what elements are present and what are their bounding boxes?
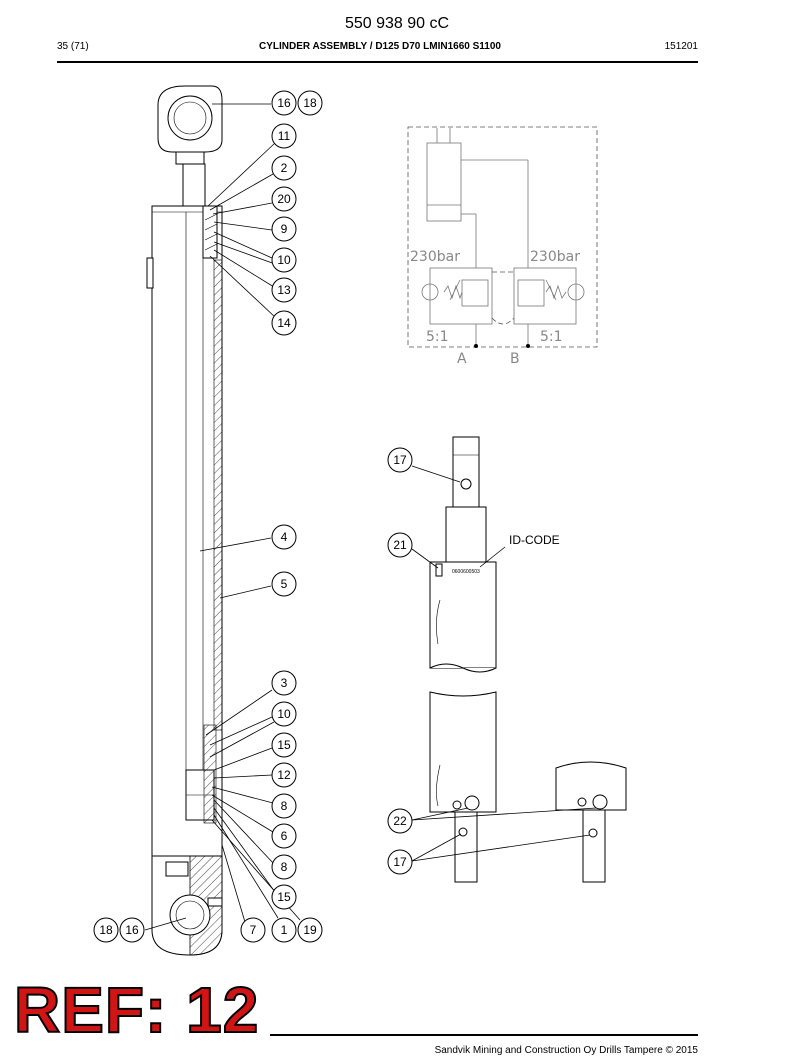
svg-text:10: 10 xyxy=(277,707,291,721)
svg-text:15: 15 xyxy=(277,738,291,752)
callout-16-bottom: 16 xyxy=(119,917,145,943)
svg-text:14: 14 xyxy=(277,316,291,330)
callout-19: 19 xyxy=(297,917,323,943)
callout-4: 4 xyxy=(271,524,297,550)
callout-14: 14 xyxy=(271,310,297,336)
callout-20: 20 xyxy=(271,186,297,212)
callout-2: 2 xyxy=(271,155,297,181)
callout-7: 7 xyxy=(240,917,266,943)
svg-text:8: 8 xyxy=(281,799,288,813)
callout-18-bottom: 18 xyxy=(93,917,119,943)
date-code: 151201 xyxy=(664,41,698,52)
pressure-label-right: 230bar xyxy=(530,249,580,265)
svg-text:4: 4 xyxy=(281,530,288,544)
callout-22: 22 xyxy=(387,808,413,834)
callout-8-lower: 8 xyxy=(271,854,297,880)
svg-text:19: 19 xyxy=(303,923,317,937)
callout-6: 6 xyxy=(271,823,297,849)
callout-17-upper: 17 xyxy=(387,447,413,473)
cylinder-drawing xyxy=(146,85,223,956)
callout-5: 5 xyxy=(271,571,297,597)
svg-text:15: 15 xyxy=(277,890,291,904)
ref-stamp: REF: 12 xyxy=(13,974,260,1046)
callout-15-upper: 15 xyxy=(271,732,297,758)
svg-text:17: 17 xyxy=(393,855,407,869)
leader-lines xyxy=(144,103,301,931)
serial-plate: 0600600503 xyxy=(452,569,480,575)
svg-text:18: 18 xyxy=(303,96,317,110)
svg-text:13: 13 xyxy=(277,283,291,297)
assembly-title: CYLINDER ASSEMBLY / D125 D70 LMIN1660 S1… xyxy=(259,41,501,52)
pressure-label-left: 230bar xyxy=(410,249,460,265)
port-label-b: B xyxy=(510,351,520,367)
svg-text:1: 1 xyxy=(281,923,288,937)
page-count: 35 (71) xyxy=(57,41,89,52)
ratio-label-left: 5:1 xyxy=(426,329,449,345)
svg-text:18: 18 xyxy=(99,923,113,937)
svg-text:16: 16 xyxy=(277,96,291,110)
svg-text:10: 10 xyxy=(277,253,291,267)
ratio-label-right: 5:1 xyxy=(540,329,563,345)
svg-text:22: 22 xyxy=(393,814,407,828)
callout-21: 21 xyxy=(387,532,413,558)
callout-12: 12 xyxy=(271,762,297,788)
svg-text:21: 21 xyxy=(393,538,407,552)
callout-1: 1 xyxy=(271,917,297,943)
port-label-a: A xyxy=(457,351,467,367)
footer-copyright: Sandvik Mining and Construction Oy Drill… xyxy=(434,1045,698,1056)
callout-10-top: 10 xyxy=(271,247,297,273)
callout-8-upper: 8 xyxy=(271,793,297,819)
svg-text:6: 6 xyxy=(281,829,288,843)
callout-9: 9 xyxy=(271,216,297,242)
footer-rule xyxy=(270,1034,698,1036)
svg-text:2: 2 xyxy=(281,161,288,175)
callout-bubbles: 16 18 11 2 20 9 10 13 14 4 5 3 10 15 12 … xyxy=(93,90,323,943)
svg-text:8: 8 xyxy=(281,860,288,874)
id-code-label: ID-CODE xyxy=(509,533,560,547)
callout-18-top: 18 xyxy=(297,90,323,116)
callout-15-lower: 15 xyxy=(271,884,297,910)
callout-10-bottom: 10 xyxy=(271,701,297,727)
callout-13: 13 xyxy=(271,277,297,303)
svg-text:11: 11 xyxy=(278,129,291,143)
svg-text:17: 17 xyxy=(393,453,407,467)
detail-bottom-ports: 22 17 xyxy=(387,691,627,883)
svg-text:9: 9 xyxy=(281,222,288,236)
header-rule xyxy=(57,61,698,63)
callout-11: 11 xyxy=(271,123,297,149)
svg-text:20: 20 xyxy=(277,192,291,206)
svg-text:7: 7 xyxy=(250,923,257,937)
svg-text:12: 12 xyxy=(277,768,291,782)
hydraulic-schematic: 230bar 230bar 5:1 5:1 A B xyxy=(407,126,598,367)
callout-16-top: 16 xyxy=(271,90,297,116)
detail-id-code: 0600600503 ID-CODE 17 21 xyxy=(387,436,560,673)
svg-text:16: 16 xyxy=(125,923,139,937)
svg-text:3: 3 xyxy=(281,676,288,690)
callout-3: 3 xyxy=(271,670,297,696)
svg-text:5: 5 xyxy=(281,577,288,591)
callout-17-lower: 17 xyxy=(387,849,413,875)
document-number: 550 938 90 cC xyxy=(344,15,450,32)
